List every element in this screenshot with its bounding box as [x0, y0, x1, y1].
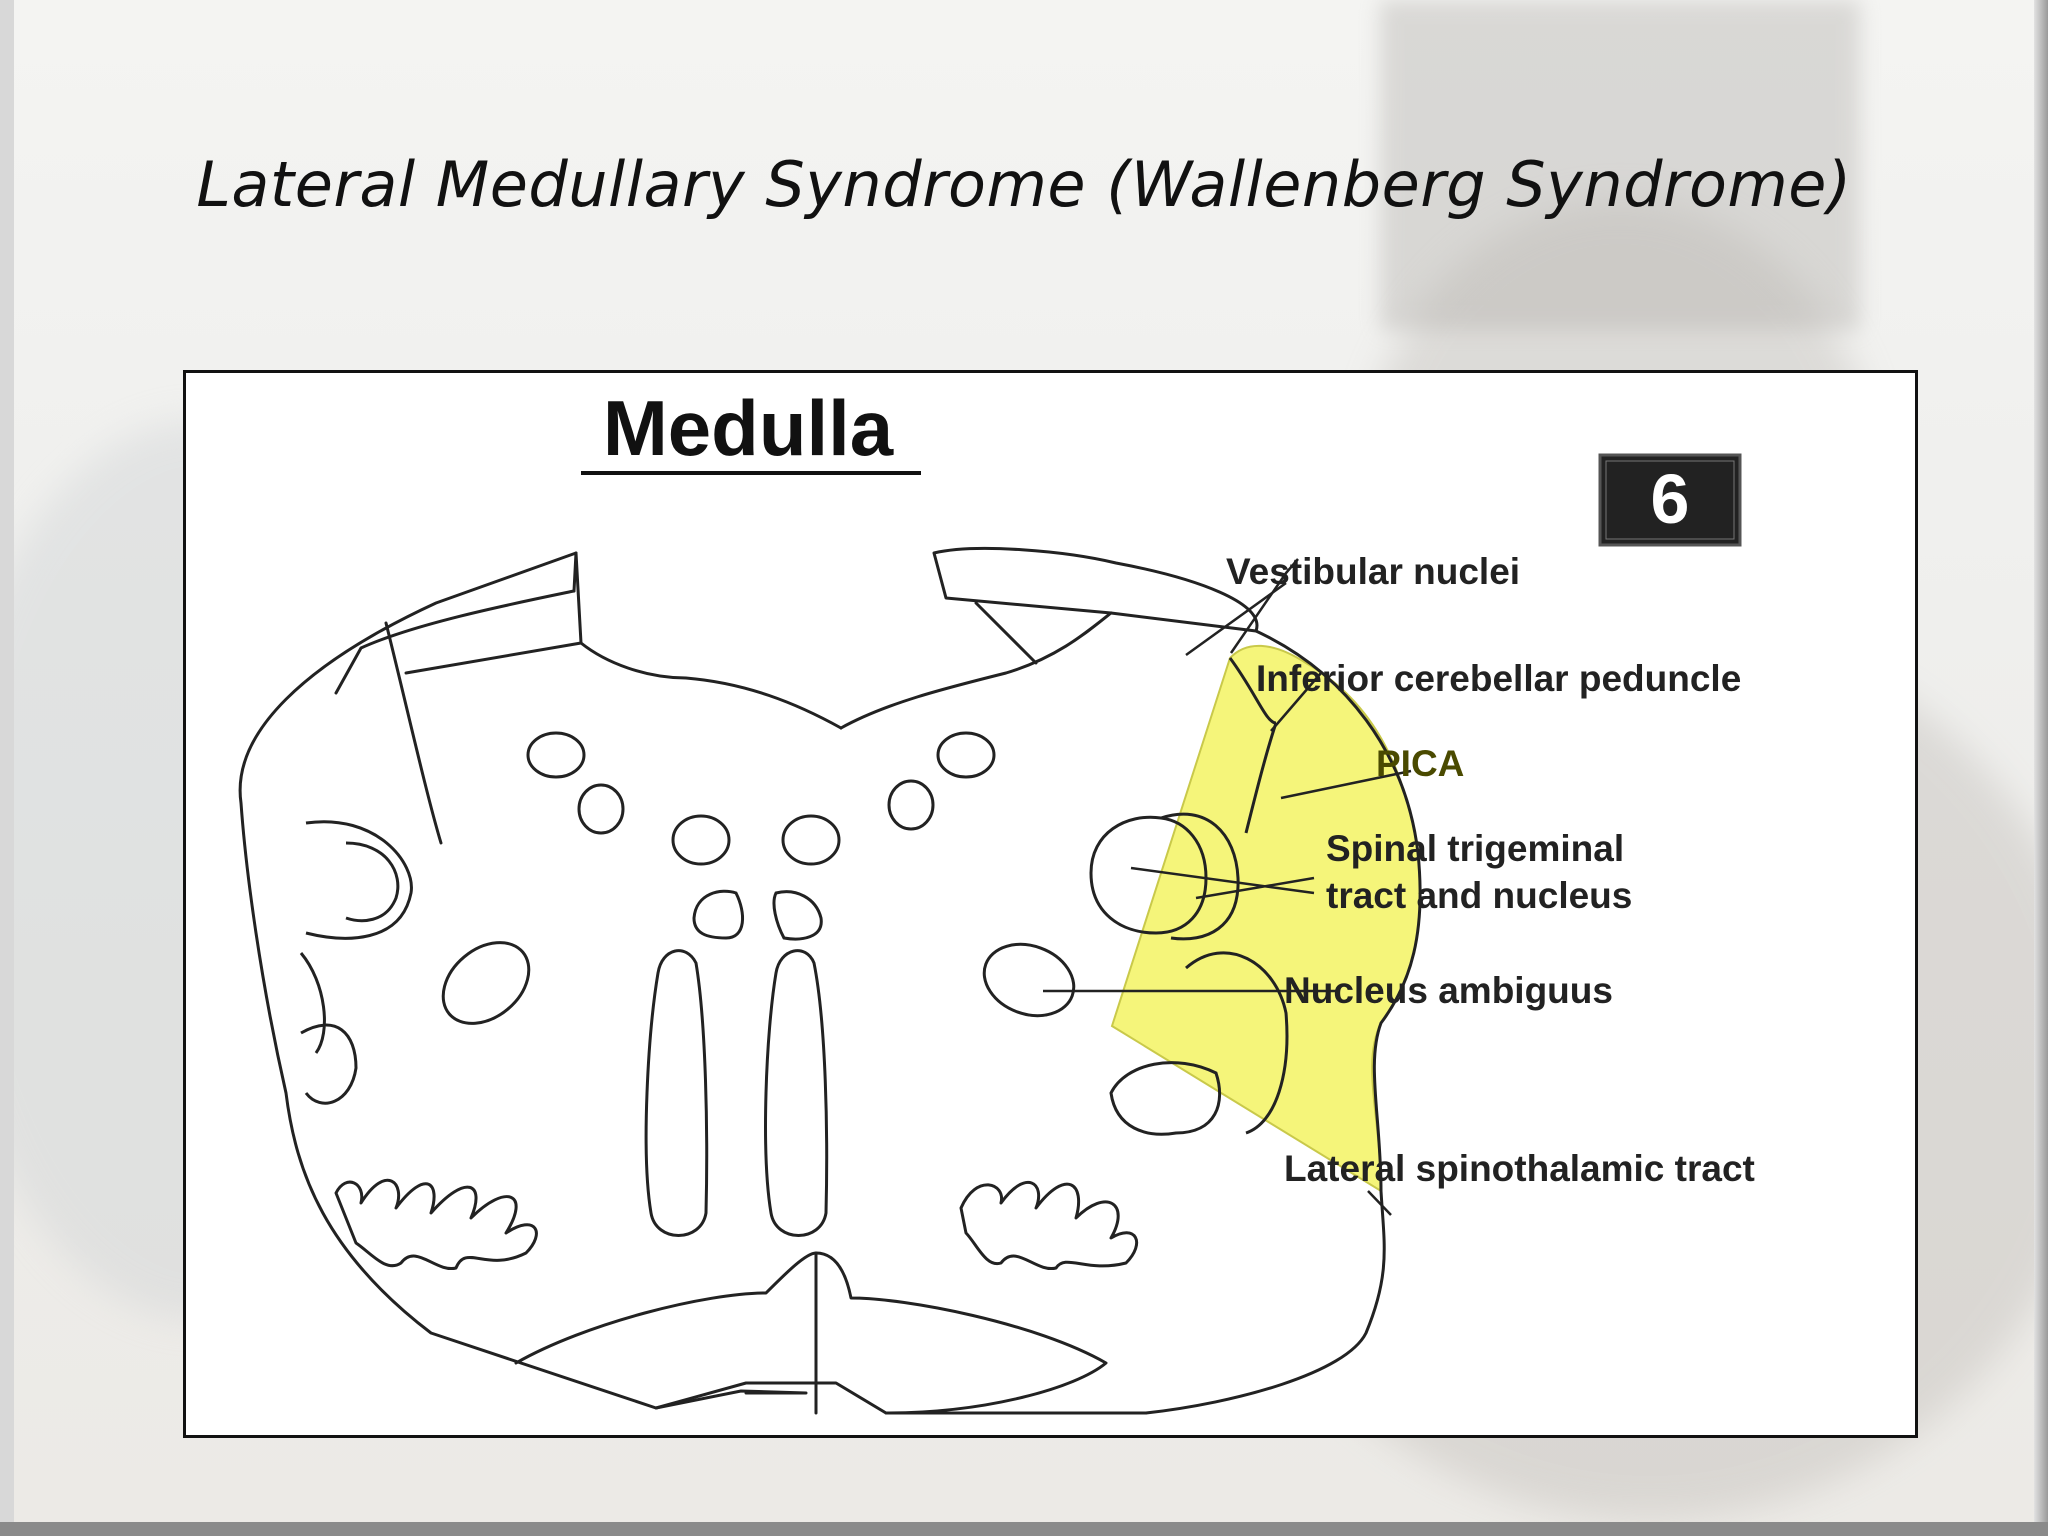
- lateral-spinothalamic-right: [1109, 1061, 1222, 1136]
- leader-vestibular-nuclei-2: [1185, 581, 1287, 657]
- label-pica: PICA: [1376, 743, 1464, 784]
- frame-bottom-edge: [0, 1522, 2048, 1536]
- outline-left-contour: [238, 551, 808, 1410]
- leader-inferior-cerebellar-peduncle: [1270, 672, 1322, 732]
- inferior-olive-right: [959, 1180, 1139, 1271]
- nucleus-right-1: [936, 731, 996, 779]
- frame-right-edge: [2034, 0, 2048, 1536]
- nuclei-group: [299, 657, 1289, 1237]
- figure-heading: Medulla: [603, 384, 894, 472]
- nucleus-left-oval: [441, 941, 531, 1025]
- label-inferior-cerebellar-peduncle: Inferior cerebellar peduncle: [1256, 658, 1741, 699]
- outline-right-contour: [1144, 629, 1422, 1415]
- pica-territory-lesion: [1110, 644, 1422, 1193]
- peduncle-border-right: [1244, 722, 1278, 834]
- badge-number: 6: [1651, 460, 1690, 538]
- medulla-cross-section-diagram: Medulla 6: [238, 384, 1755, 1415]
- left-dorsal-contour: [334, 589, 576, 695]
- leader-lines: [1043, 558, 1412, 1216]
- medulla-outline: [238, 547, 1422, 1415]
- ventral-contour: [654, 1381, 1148, 1415]
- leader-vestibular-nuclei: [1229, 558, 1299, 654]
- label-lateral-spinothalamic-tract: Lateral spinothalamic tract: [1284, 1148, 1755, 1189]
- vestibular-border-right: [1228, 657, 1277, 725]
- left-lateral-contour: [384, 621, 443, 845]
- leader-lateral-spinothalamic: [1367, 1190, 1392, 1216]
- nucleus-right-3: [781, 814, 841, 866]
- nucleus-ambiguus-right: [982, 942, 1076, 1018]
- trigeminal-left-outer: [305, 820, 413, 940]
- inferior-olive-left: [334, 1178, 538, 1271]
- spinothalamic-region-right: [1185, 951, 1289, 1135]
- nucleus-right-2: [887, 779, 935, 831]
- figure-number-badge: 6: [1598, 453, 1742, 547]
- floor-right: [839, 611, 1113, 730]
- background-blur-top: [1380, 0, 1860, 330]
- right-cerebellar-cap: [932, 547, 1259, 633]
- leader-pica: [1280, 769, 1412, 800]
- nucleus-left-3: [671, 814, 731, 866]
- label-vestibular-nuclei: Vestibular nuclei: [1226, 551, 1520, 592]
- medial-lemniscus-left: [644, 949, 709, 1237]
- pyramids: [514, 1251, 1108, 1415]
- hypoglossal-right: [772, 890, 823, 941]
- structure-labels: Vestibular nuclei Inferior cerebellar pe…: [1226, 551, 1755, 1189]
- floor-left: [579, 641, 843, 730]
- hypoglossal-left: [692, 889, 745, 940]
- right-vestibular-border: [974, 601, 1038, 665]
- ambiguus-left: [299, 952, 358, 1105]
- medial-lemniscus-right: [764, 949, 829, 1237]
- label-spinal-trigeminal-line2: tract and nucleus: [1326, 875, 1632, 916]
- label-nucleus-ambiguus: Nucleus ambiguus: [1284, 970, 1613, 1011]
- badge-box: [1598, 453, 1742, 547]
- nucleus-left-1: [526, 731, 586, 779]
- frame-left-edge: [0, 0, 14, 1536]
- figure-panel: Medulla 6: [183, 370, 1918, 1438]
- slide-title: Lateral Medullary Syndrome (Wallenberg S…: [196, 148, 1852, 221]
- leader-spinal-trigeminal-1: [1130, 866, 1315, 895]
- nucleus-left-2: [577, 783, 625, 835]
- label-spinal-trigeminal-line1: Spinal trigeminal: [1326, 828, 1624, 869]
- trigeminal-left-inner: [345, 841, 400, 923]
- inferior-olives: [334, 1178, 1139, 1271]
- leader-spinal-trigeminal-2: [1195, 876, 1315, 900]
- left-cerebellar-cap: [404, 551, 583, 675]
- badge-inner-border: [1605, 460, 1735, 540]
- trigeminal-tract-right: [1160, 812, 1240, 941]
